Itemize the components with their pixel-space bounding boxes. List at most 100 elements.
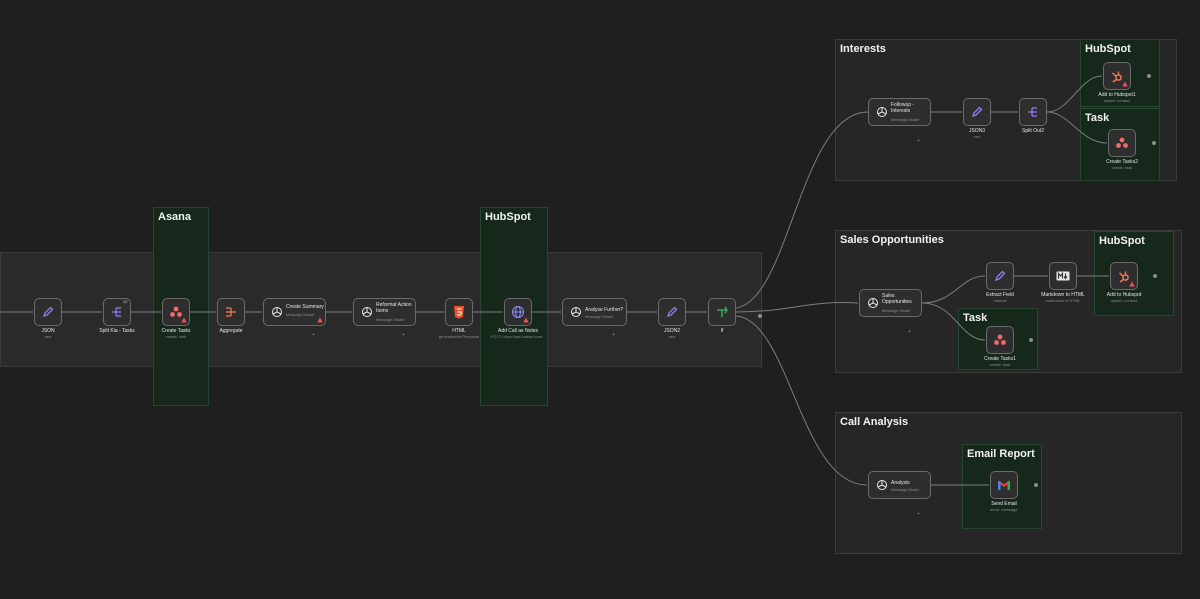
- call-analysis-group-title: Call Analysis: [840, 416, 909, 428]
- add-hubspot-node[interactable]: [1110, 262, 1138, 290]
- warning-icon: [317, 317, 323, 323]
- analyse-sub: Message Model: [585, 314, 614, 319]
- asana-icon: [1109, 130, 1135, 156]
- wire: [921, 275, 986, 304]
- html-label: HTML: [452, 328, 466, 334]
- warning-icon: [1129, 281, 1135, 287]
- add-hubspot-label: Add to Hubspot: [1106, 292, 1142, 298]
- asana-icon: [987, 327, 1013, 353]
- pencil-icon: [964, 99, 990, 125]
- extract-field-sub: manual: [993, 298, 1007, 303]
- warning-icon: [1122, 81, 1128, 87]
- create-tasks1-node[interactable]: [986, 326, 1014, 354]
- split-kia-label: Split Kia - Tasks: [99, 328, 135, 334]
- add-call-label: Add Call as Notes: [497, 328, 539, 334]
- wire: [735, 315, 868, 486]
- split-icon: [1020, 99, 1046, 125]
- create-tasks-sub: create: task: [165, 334, 187, 339]
- wire: [1046, 111, 1108, 144]
- globe-icon: [505, 299, 531, 325]
- followup-label: Followup - Interests: [891, 102, 915, 114]
- split-out2-node[interactable]: [1019, 98, 1047, 126]
- aggregate-node[interactable]: [217, 298, 245, 326]
- html-sub: generateHtmlTemplate: [438, 334, 480, 339]
- openai-icon: [567, 303, 585, 321]
- add-model-plus[interactable]: +: [402, 332, 405, 338]
- if-node[interactable]: [708, 298, 736, 326]
- split-kia-count: 12: [123, 299, 128, 304]
- warning-icon: [181, 317, 187, 323]
- create-tasks-node[interactable]: [162, 298, 190, 326]
- warning-icon: [523, 317, 529, 323]
- asana-icon: [163, 299, 189, 325]
- json2-node[interactable]: [658, 298, 686, 326]
- output-port[interactable]: [1152, 141, 1156, 145]
- email-report-group-title: Email Report: [967, 448, 1035, 460]
- wire: [735, 302, 859, 313]
- output-port[interactable]: [1153, 274, 1157, 278]
- create-tasks1-label: Create Tasks1: [984, 356, 1016, 362]
- create-tasks-label: Create Tasks: [161, 328, 191, 334]
- task-interests-group-title: Task: [1085, 112, 1110, 124]
- send-email-node[interactable]: [990, 471, 1018, 499]
- json-label: JSON: [41, 328, 55, 334]
- create-tasks2-label: Create Tasks2: [1106, 159, 1138, 165]
- followup-interests-node[interactable]: Followup - Interests Message Model: [868, 98, 931, 126]
- send-email-label: Send Email: [991, 501, 1017, 507]
- add-model-plus[interactable]: +: [917, 138, 920, 144]
- output-port[interactable]: [1029, 338, 1033, 342]
- markdown-to-html-label: Markdown to HTML: [1041, 292, 1085, 298]
- extract-field-node[interactable]: [986, 262, 1014, 290]
- add-hubspot1-node[interactable]: [1103, 62, 1131, 90]
- hubspot-interests-group-title: HubSpot: [1085, 43, 1131, 55]
- openai-icon: [864, 294, 882, 312]
- markdown-to-html-sub: markdown to HTML: [1045, 298, 1081, 303]
- create-summary-node[interactable]: Create Summary Message Model: [263, 298, 326, 326]
- sales-opportunities-node[interactable]: Sales Opportunities Message Model: [859, 289, 922, 317]
- add-call-sub: POST: https://api.hubapi.com...: [490, 334, 546, 339]
- sales-opportunities-group-title: Sales Opportunities: [840, 234, 944, 246]
- hubspot-interests-group[interactable]: HubSpot: [1080, 39, 1160, 107]
- add-model-plus[interactable]: +: [908, 329, 911, 335]
- json-sub: raw: [44, 334, 52, 339]
- branch-icon: [709, 299, 735, 325]
- json-node[interactable]: [34, 298, 62, 326]
- if-label: If: [720, 328, 724, 334]
- create-summary-sub: Message Model: [286, 312, 315, 317]
- add-model-plus[interactable]: +: [312, 332, 315, 338]
- split-icon: [104, 299, 130, 325]
- add-hubspot1-label: Add to Hubspot1: [1098, 92, 1136, 98]
- split-kia-node[interactable]: [103, 298, 131, 326]
- output-port[interactable]: [758, 314, 762, 318]
- hubspot-icon: [1111, 263, 1137, 289]
- openai-icon: [358, 303, 376, 321]
- markdown-to-html-node[interactable]: [1049, 262, 1077, 290]
- json3-sub: raw: [973, 134, 981, 139]
- analysis-node[interactable]: Analysis Message Model: [868, 471, 931, 499]
- add-call-node[interactable]: [504, 298, 532, 326]
- interests-group-title: Interests: [840, 43, 886, 55]
- reformat-node[interactable]: Reformat Action Items Message Model: [353, 298, 416, 326]
- gmail-icon: [991, 472, 1017, 498]
- html5-icon: [446, 299, 472, 325]
- analyse-node[interactable]: Analyse Further? Message Model: [562, 298, 627, 326]
- create-tasks1-sub: create: task: [989, 362, 1011, 367]
- asana-group-title: Asana: [158, 211, 192, 223]
- add-model-plus[interactable]: +: [917, 511, 920, 517]
- task-sales-group-title: Task: [963, 312, 988, 324]
- wire: [735, 111, 869, 309]
- hubspot-icon: [1104, 63, 1130, 89]
- analysis-sub: Message Model: [891, 487, 920, 492]
- html-node[interactable]: [445, 298, 473, 326]
- json3-node[interactable]: [963, 98, 991, 126]
- output-port[interactable]: [1147, 74, 1151, 78]
- openai-icon: [268, 303, 286, 321]
- aggregate-icon: [218, 299, 244, 325]
- output-port[interactable]: [1034, 483, 1038, 487]
- hubspot-sales-group-title: HubSpot: [1099, 235, 1145, 247]
- add-model-plus[interactable]: +: [612, 332, 615, 338]
- wire: [1046, 75, 1103, 113]
- create-tasks2-node[interactable]: [1108, 129, 1136, 157]
